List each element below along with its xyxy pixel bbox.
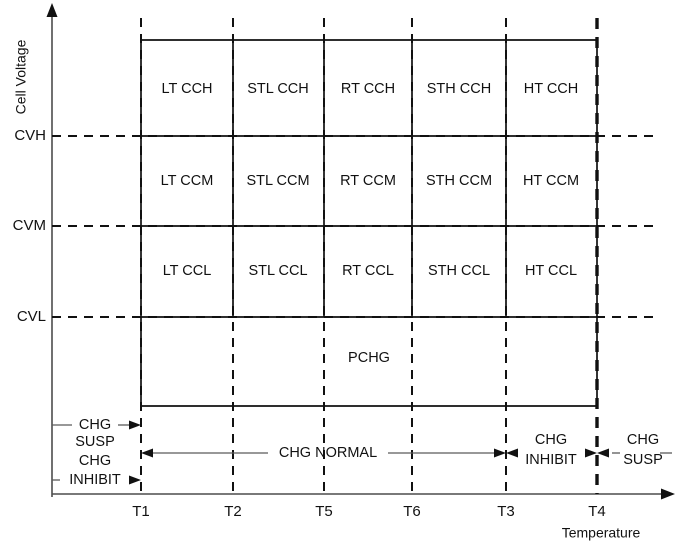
x-tick-t4: T4 — [588, 503, 606, 520]
cell-sth-cch: STH CCH — [427, 81, 491, 97]
ann-left-inhibit-line1: CHG — [79, 453, 111, 469]
ann-left-susp-line1: CHG — [79, 417, 111, 433]
cell-stl-ccm: STL CCM — [246, 173, 309, 189]
cell-rt-cch: RT CCH — [341, 81, 395, 97]
cell-lt-ccl: LT CCL — [163, 263, 212, 279]
annotation-left-chg-inhibit: CHG INHIBIT — [52, 453, 141, 488]
x-tick-t5: T5 — [315, 503, 333, 520]
x-tick-t2: T2 — [224, 503, 242, 520]
cell-rt-ccm: RT CCM — [340, 173, 396, 189]
ann-left-susp-arrowhead — [129, 420, 141, 430]
x-tick-t6: T6 — [403, 503, 421, 520]
y-axis-arrowhead — [46, 3, 58, 17]
y-tick-cvm: CVM — [13, 217, 46, 234]
cell-ht-ccm: HT CCM — [523, 173, 579, 189]
x-axis — [52, 488, 675, 500]
cell-sth-ccm: STH CCM — [426, 173, 492, 189]
ann-right-inhibit-line1: CHG — [535, 432, 567, 448]
cell-ht-ccl: HT CCL — [525, 263, 577, 279]
annotation-left-chg-susp: CHG SUSP — [52, 417, 141, 450]
ann-right-inhibit-arrowhead-left — [506, 448, 518, 458]
cell-rt-ccl: RT CCL — [342, 263, 394, 279]
y-axis — [46, 3, 58, 497]
cell-pchg: PCHG — [348, 350, 390, 366]
cell-stl-cch: STL CCH — [247, 81, 309, 97]
ann-right-inhibit-line2: INHIBIT — [525, 452, 577, 468]
y-tick-cvh: CVH — [14, 127, 46, 144]
annotation-right-chg-susp: CHG SUSP — [597, 432, 672, 468]
ann-normal-arrowhead-right — [494, 448, 506, 458]
x-tick-t1: T1 — [132, 503, 150, 520]
charge-zone-grid — [140, 39, 598, 407]
y-axis-title: Cell Voltage — [13, 39, 29, 114]
ann-normal-arrowhead-left — [141, 448, 153, 458]
annotation-chg-normal: CHG NORMAL — [141, 445, 506, 461]
ann-right-susp-line1: CHG — [627, 432, 659, 448]
ann-right-susp-arrowhead — [597, 448, 609, 458]
ann-left-inhibit-arrowhead — [129, 475, 141, 485]
x-axis-arrowhead — [661, 488, 675, 500]
y-tick-cvl: CVL — [17, 308, 46, 325]
x-tick-t3: T3 — [497, 503, 515, 520]
ann-normal-label: CHG NORMAL — [279, 445, 377, 461]
annotation-right-chg-inhibit: CHG INHIBIT — [506, 432, 597, 468]
ann-right-inhibit-arrowhead-right — [585, 448, 597, 458]
ann-right-susp-line2: SUSP — [623, 452, 663, 468]
cell-sth-ccl: STH CCL — [428, 263, 490, 279]
ann-left-susp-line2: SUSP — [75, 434, 115, 450]
x-axis-title: Temperature — [562, 525, 641, 541]
cell-stl-ccl: STL CCL — [248, 263, 307, 279]
cell-ht-cch: HT CCH — [524, 81, 579, 97]
cell-lt-cch: LT CCH — [161, 81, 212, 97]
cell-lt-ccm: LT CCM — [161, 173, 214, 189]
ann-left-inhibit-line2: INHIBIT — [69, 472, 121, 488]
